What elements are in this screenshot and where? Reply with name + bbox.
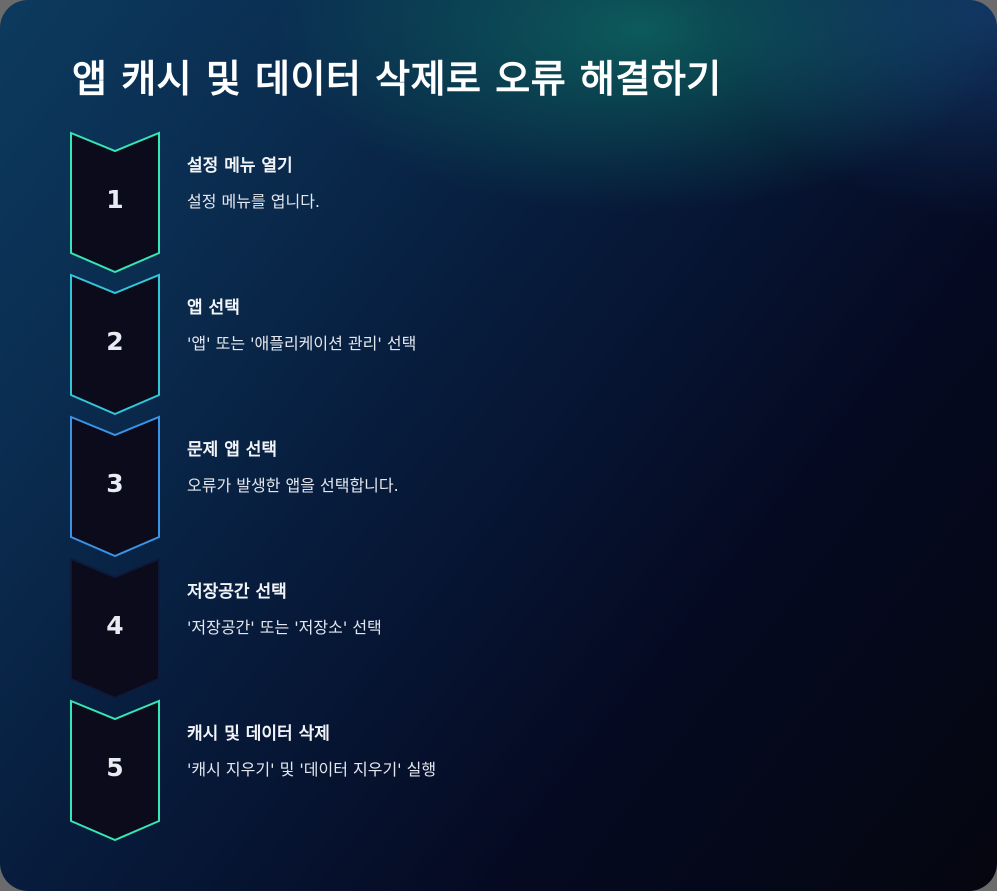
step-5-chevron bbox=[68, 699, 162, 841]
step-3-description: 오류가 발생한 앱을 선택합니다. bbox=[187, 476, 399, 495]
step-1-chevron bbox=[68, 131, 162, 273]
step-4: 4 저장공간 선택 '저장공간' 또는 '저장소' 선택 bbox=[0, 557, 997, 699]
step-3-number: 3 bbox=[106, 469, 124, 498]
step-2: 2 앱 선택 '앱' 또는 '애플리케이션 관리' 선택 bbox=[0, 273, 997, 415]
step-2-chevron bbox=[68, 273, 162, 415]
step-4-number: 4 bbox=[106, 611, 124, 640]
step-5-title: 캐시 및 데이터 삭제 bbox=[187, 724, 330, 744]
step-1: 1 설정 메뉴 열기 설정 메뉴를 엽니다. bbox=[0, 131, 997, 273]
step-5-chevron-shape bbox=[70, 699, 160, 841]
step-1-title: 설정 메뉴 열기 bbox=[187, 156, 293, 176]
step-2-number: 2 bbox=[106, 327, 124, 356]
step-1-chevron-shape bbox=[70, 131, 160, 273]
step-2-description: '앱' 또는 '애플리케이션 관리' 선택 bbox=[187, 334, 417, 353]
step-1-number: 1 bbox=[106, 185, 124, 214]
step-4-chevron-shape bbox=[70, 557, 160, 699]
step-2-title: 앱 선택 bbox=[187, 298, 240, 318]
step-5-description: '캐시 지우기' 및 '데이터 지우기' 실행 bbox=[187, 760, 437, 779]
step-3: 3 문제 앱 선택 오류가 발생한 앱을 선택합니다. bbox=[0, 415, 997, 557]
step-2-chevron-shape bbox=[70, 273, 160, 415]
step-4-description: '저장공간' 또는 '저장소' 선택 bbox=[187, 618, 382, 637]
diagram-title: 앱 캐시 및 데이터 삭제로 오류 해결하기 bbox=[72, 57, 722, 101]
step-3-title: 문제 앱 선택 bbox=[187, 440, 278, 460]
step-1-description: 설정 메뉴를 엽니다. bbox=[187, 192, 321, 211]
step-5-number: 5 bbox=[106, 753, 124, 782]
step-3-chevron bbox=[68, 415, 162, 557]
step-5: 5 캐시 및 데이터 삭제 '캐시 지우기' 및 '데이터 지우기' 실행 bbox=[0, 699, 997, 841]
step-4-chevron bbox=[68, 557, 162, 699]
step-4-title: 저장공간 선택 bbox=[187, 582, 287, 602]
step-3-chevron-shape bbox=[70, 415, 160, 557]
